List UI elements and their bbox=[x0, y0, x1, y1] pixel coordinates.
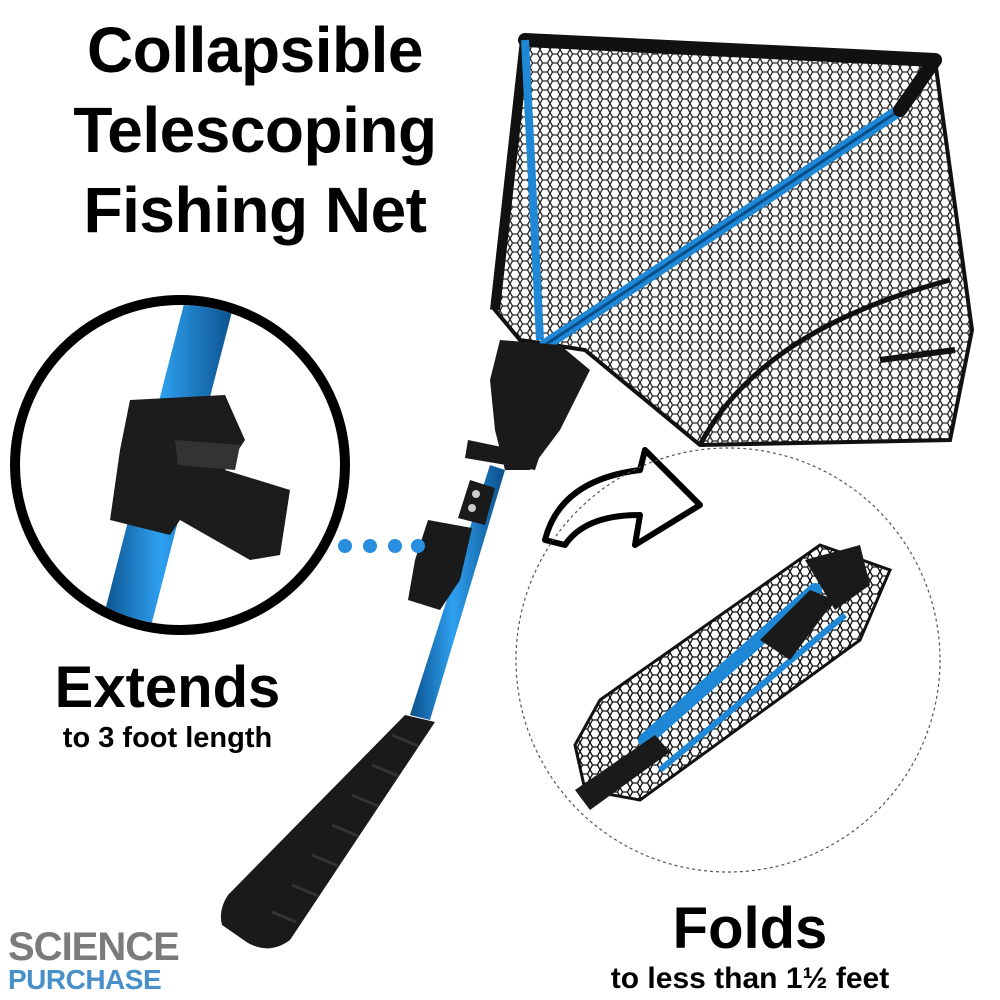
grip-handle bbox=[220, 715, 435, 949]
folds-caption: Folds to less than 1½ feet bbox=[515, 896, 985, 996]
headline: Collapsible Telescoping Fishing Net bbox=[20, 10, 490, 250]
curved-arrow-icon bbox=[542, 447, 703, 548]
net-head bbox=[490, 33, 975, 448]
headline-line-1: Collapsible bbox=[87, 14, 423, 86]
headline-line-3: Fishing Net bbox=[83, 174, 427, 246]
telescoping-pole bbox=[408, 465, 505, 720]
logo-line-1: SCIENCE bbox=[8, 925, 180, 969]
net-yoke bbox=[465, 340, 590, 470]
extends-subtitle: to 3 foot length bbox=[62, 722, 273, 754]
folds-subtitle: to less than 1½ feet bbox=[610, 962, 890, 995]
headline-line-2: Telescoping bbox=[73, 94, 437, 166]
folds-title: Folds bbox=[672, 896, 828, 961]
brand-logo: SCIENCE PURCHASE bbox=[8, 925, 198, 995]
clip-detail-circle bbox=[10, 295, 350, 635]
folded-net-circle bbox=[515, 447, 941, 873]
extends-title: Extends bbox=[54, 655, 281, 720]
logo-line-2: PURCHASE bbox=[8, 964, 162, 995]
extends-caption: Extends to 3 foot length bbox=[0, 655, 335, 755]
connector-dots-icon bbox=[338, 539, 425, 553]
